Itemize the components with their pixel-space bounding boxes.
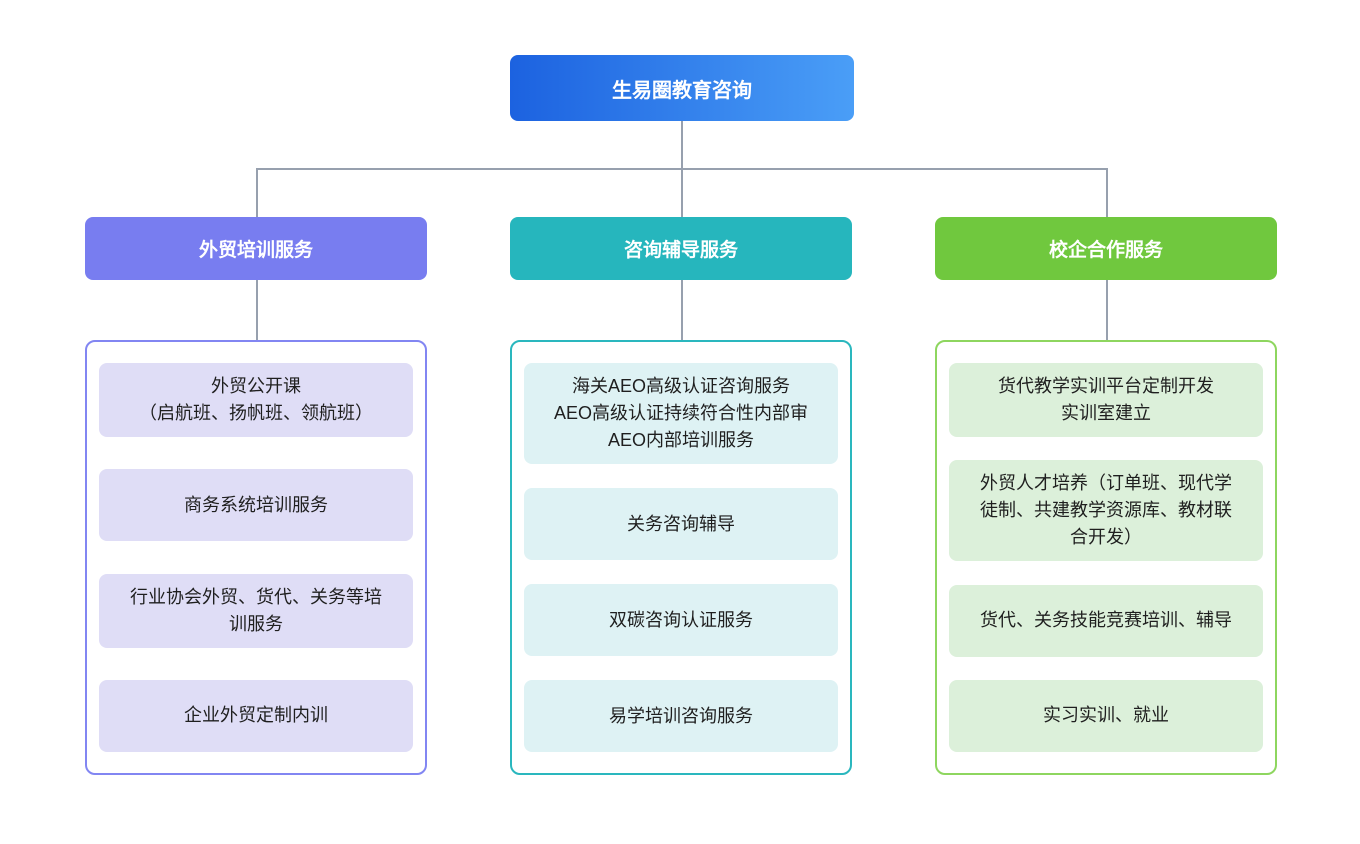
connector-line-root: [681, 121, 683, 169]
branch-box-1: 外贸公开课 （启航班、扬帆班、领航班） 商务系统培训服务行业协会外贸、货代、关务等…: [85, 340, 427, 775]
service-item: 货代教学实训平台定制开发 实训室建立: [949, 363, 1263, 437]
service-item: 易学培训咨询服务: [524, 680, 838, 752]
service-item: 外贸公开课 （启航班、扬帆班、领航班）: [99, 363, 413, 437]
connector-line-drop-3: [1106, 168, 1108, 218]
service-item: 外贸人才培养（订单班、现代学徒制、共建教学资源库、教材联合开发）: [949, 460, 1263, 562]
connector-line-stem-2: [681, 280, 683, 341]
branch-header-1: 外贸培训服务: [85, 217, 427, 280]
service-item: 行业协会外贸、货代、关务等培训服务: [99, 573, 413, 648]
connector-line-stem-1: [256, 280, 258, 341]
service-item: 商务系统培训服务: [99, 469, 413, 542]
service-item: 货代、关务技能竞赛培训、辅导: [949, 584, 1263, 657]
branch-header-3: 校企合作服务: [935, 217, 1277, 280]
branch-box-3: 货代教学实训平台定制开发 实训室建立外贸人才培养（订单班、现代学徒制、共建教学资…: [935, 340, 1277, 775]
service-item: 双碳咨询认证服务: [524, 584, 838, 656]
service-item: 企业外贸定制内训: [99, 679, 413, 752]
connector-line-drop-1: [256, 168, 258, 218]
connector-line-drop-2: [681, 168, 683, 218]
connector-line-stem-3: [1106, 280, 1108, 341]
service-item: 海关AEO高级认证咨询服务 AEO高级认证持续符合性内部审 AEO内部培训服务: [524, 363, 838, 464]
branch-header-2: 咨询辅导服务: [510, 217, 852, 280]
service-item: 关务咨询辅导: [524, 488, 838, 560]
service-item: 实习实训、就业: [949, 679, 1263, 752]
root-node: 生易圈教育咨询: [510, 55, 854, 121]
branch-box-2: 海关AEO高级认证咨询服务 AEO高级认证持续符合性内部审 AEO内部培训服务关…: [510, 340, 852, 775]
